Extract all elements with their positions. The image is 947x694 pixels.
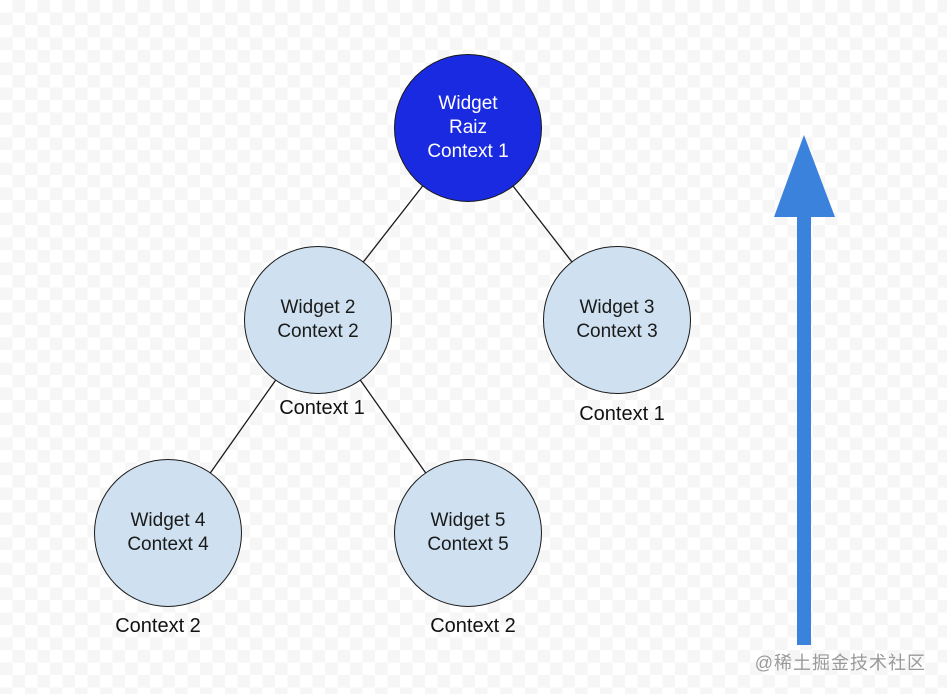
node-widget-4: Widget 4 Context 4 xyxy=(94,459,242,607)
node-text-line: Context 3 xyxy=(576,321,658,342)
node-text-line: Context 5 xyxy=(427,534,509,555)
context-label-under-widget5: Context 2 xyxy=(430,615,516,637)
up-arrow-icon xyxy=(774,135,835,645)
context-label-under-widget4: Context 2 xyxy=(115,615,201,637)
node-text-line: Context 1 xyxy=(427,141,509,162)
node-widget-2: Widget 2 Context 2 xyxy=(244,246,392,394)
node-text-line: Widget xyxy=(438,93,498,114)
node-text-line: Raiz xyxy=(448,117,487,138)
node-widget-3: Widget 3 Context 3 xyxy=(543,246,691,394)
node-text-line: Widget 2 xyxy=(280,297,356,318)
context-label-under-widget3: Context 1 xyxy=(579,403,665,425)
node-text-line: Context 2 xyxy=(277,321,359,342)
node-text-line: Context 4 xyxy=(127,534,209,555)
context-label-under-widget2: Context 1 xyxy=(279,397,365,419)
node-text-line: Widget 3 xyxy=(579,297,655,318)
node-widget-raiz: Widget Raiz Context 1 xyxy=(394,54,542,202)
node-text-line: Widget 5 xyxy=(430,510,506,531)
node-text-line: Widget 4 xyxy=(130,510,206,531)
node-widget-5: Widget 5 Context 5 xyxy=(394,459,542,607)
watermark: @稀土掘金技术社区 xyxy=(754,653,926,673)
